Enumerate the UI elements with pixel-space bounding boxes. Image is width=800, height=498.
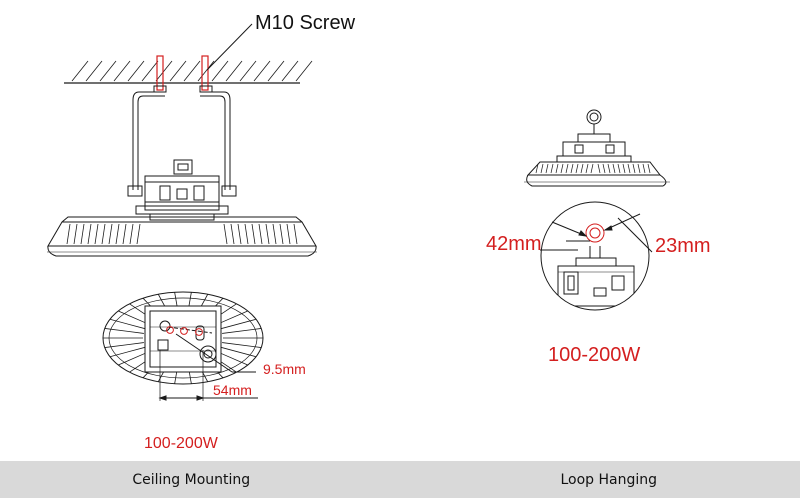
caption-bar: Ceiling Mounting Loop Hanging [0, 461, 800, 498]
screw-leader [206, 23, 253, 71]
lamp-body [47, 216, 317, 257]
driver-housing [135, 159, 229, 221]
right-power-label: 100-200W [548, 344, 641, 366]
caption-loop-hanging: Loop Hanging [560, 471, 658, 488]
ceiling-mount-top-view [102, 291, 264, 401]
u-bracket [127, 85, 237, 197]
loop-detail-view [540, 201, 653, 311]
hole-spacing-label: 54mm [213, 382, 252, 398]
ceiling-mount-side-view [47, 23, 317, 257]
left-power-label: 100-200W [144, 435, 218, 452]
loop-hanging-side-view [524, 109, 670, 187]
hole-size-label: 9.5mm [263, 361, 306, 377]
height-label: 23mm [655, 235, 711, 257]
screw-label: M10 Screw [255, 12, 356, 34]
ceiling-hatch [71, 60, 313, 82]
hole-leader [175, 333, 233, 373]
m10-screws [156, 55, 209, 91]
width-label: 42mm [486, 233, 542, 255]
heatsink-fins [66, 223, 298, 245]
caption-ceiling-mounting: Ceiling Mounting [132, 471, 251, 488]
